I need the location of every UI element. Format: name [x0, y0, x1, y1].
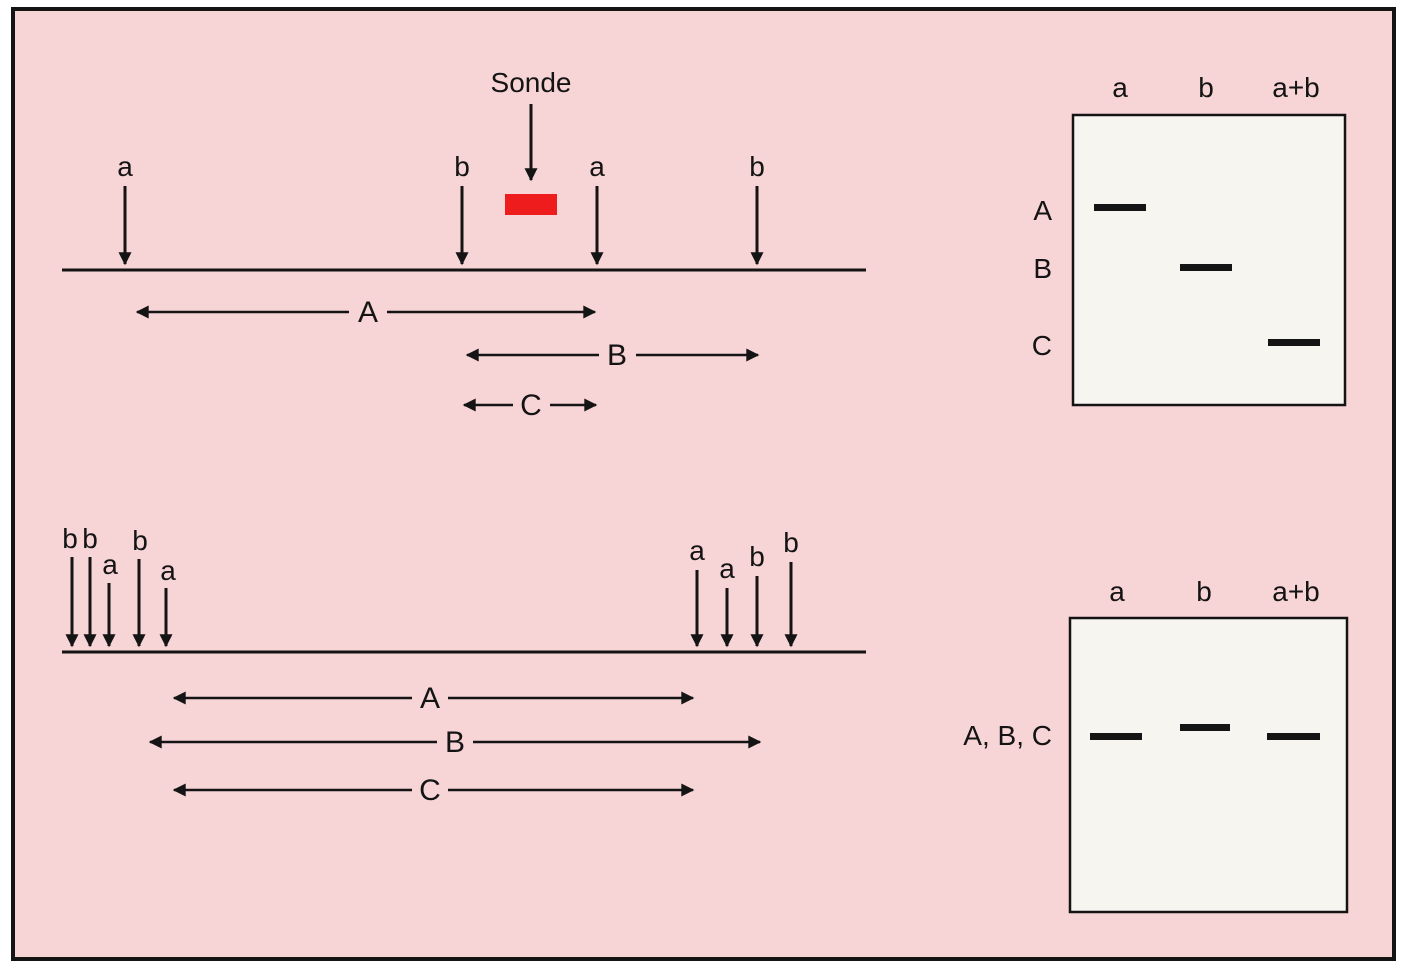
- probe-label: Sonde: [491, 67, 572, 98]
- gel-band: [1180, 264, 1232, 271]
- restriction-site-label: b: [454, 151, 470, 182]
- restriction-site-label: b: [82, 523, 98, 554]
- restriction-site-label: b: [783, 527, 799, 558]
- restriction-site-label: a: [719, 553, 735, 584]
- gel-lane-label: a: [1109, 576, 1125, 607]
- gel-lane-label: a+b: [1272, 576, 1320, 607]
- gel-band: [1180, 724, 1230, 731]
- restriction-site-label: a: [117, 151, 133, 182]
- gel-box: [1068, 616, 1349, 914]
- restriction-site-label: a: [102, 549, 118, 580]
- restriction-site-label: b: [749, 151, 765, 182]
- restriction-site-label: a: [689, 535, 705, 566]
- gel-row-label: C: [1032, 330, 1052, 361]
- gel-lane-label: a+b: [1272, 72, 1320, 103]
- gel-row-label: B: [1033, 253, 1052, 284]
- gel-band: [1267, 733, 1320, 740]
- restriction-site-label: b: [132, 525, 148, 556]
- fragment-label: B: [607, 339, 627, 372]
- top-restriction-map: Sonde a b a b A B C: [62, 67, 866, 422]
- top-gel-blot: a b a+b A B C: [1032, 72, 1347, 407]
- bottom-restriction-map: b b a b a a a b b A B C: [62, 523, 866, 807]
- gel-lane-label: a: [1112, 72, 1128, 103]
- fragment-label: C: [520, 389, 542, 422]
- gel-band: [1090, 733, 1142, 740]
- restriction-site-label: b: [749, 541, 765, 572]
- fragment-label: A: [420, 682, 440, 715]
- restriction-site-label: a: [160, 555, 176, 586]
- fragment-label: A: [358, 296, 378, 329]
- probe-rect: [505, 194, 557, 215]
- bottom-gel-blot: a b a+b A, B, C: [963, 576, 1349, 914]
- restriction-site-label: a: [589, 151, 605, 182]
- gel-box: [1071, 113, 1347, 407]
- fragment-label: C: [419, 774, 441, 807]
- restriction-site-label: b: [62, 523, 78, 554]
- gel-band: [1268, 339, 1320, 346]
- gel-band: [1094, 204, 1146, 211]
- gel-lane-label: b: [1196, 576, 1212, 607]
- fragment-label: B: [445, 726, 465, 759]
- gel-row-label: A: [1033, 195, 1052, 226]
- gel-row-label: A, B, C: [963, 720, 1052, 751]
- gel-lane-label: b: [1198, 72, 1214, 103]
